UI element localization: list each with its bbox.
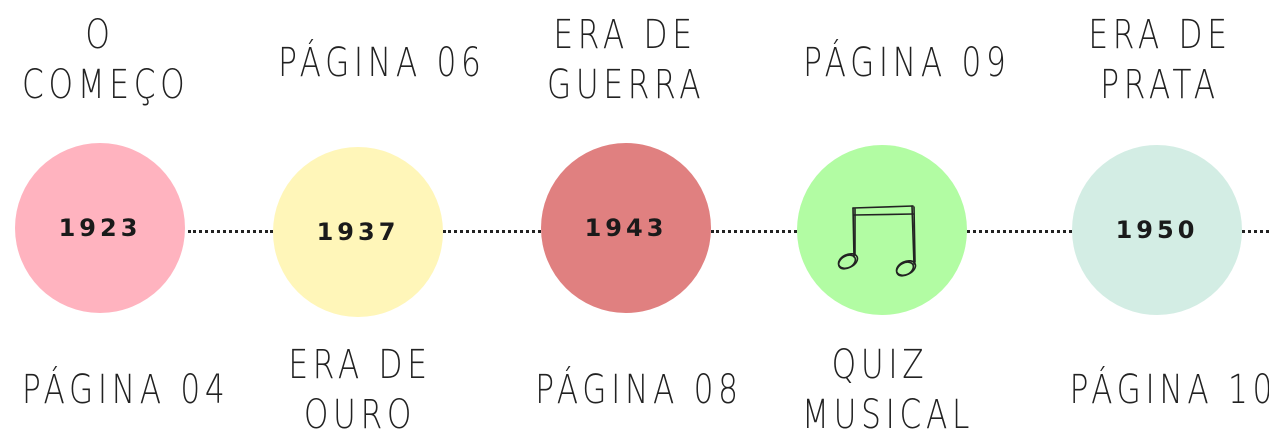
event-1-year: 1923	[58, 214, 142, 242]
event-2-bottom-label: ERA DE OURO	[288, 342, 432, 438]
connector-line-1	[188, 230, 273, 233]
event-2-top-label: PÁGINA 06	[278, 40, 486, 86]
event-5-bottom-label: PÁGINA 10	[1069, 367, 1269, 413]
event-4-bottom-label: QUIZ MUSICAL	[802, 342, 975, 438]
connector-line-3	[711, 230, 797, 233]
event-5-circle: 1950	[1072, 145, 1242, 315]
connector-line-4	[967, 230, 1072, 233]
event-4-circle	[797, 145, 967, 315]
event-1-top-label: O COMEÇO	[22, 12, 190, 108]
connector-line-5	[1242, 230, 1269, 233]
event-3-year: 1943	[584, 214, 668, 242]
event-2-year: 1937	[316, 218, 400, 246]
connector-line-2	[443, 230, 541, 233]
event-5-top-label: ERA DE PRATA	[1088, 12, 1232, 108]
event-2-circle: 1937	[273, 147, 443, 317]
event-3-top-label: ERA DE GUERRA	[547, 12, 706, 108]
event-1-circle: 1923	[15, 143, 185, 313]
event-3-bottom-label: PÁGINA 08	[535, 367, 743, 413]
event-5-year: 1950	[1115, 216, 1199, 244]
event-1-bottom-label: PÁGINA 04	[22, 367, 230, 413]
music-note-icon	[837, 205, 917, 277]
event-4-top-label: PÁGINA 09	[803, 40, 1011, 86]
event-3-circle: 1943	[541, 143, 711, 313]
